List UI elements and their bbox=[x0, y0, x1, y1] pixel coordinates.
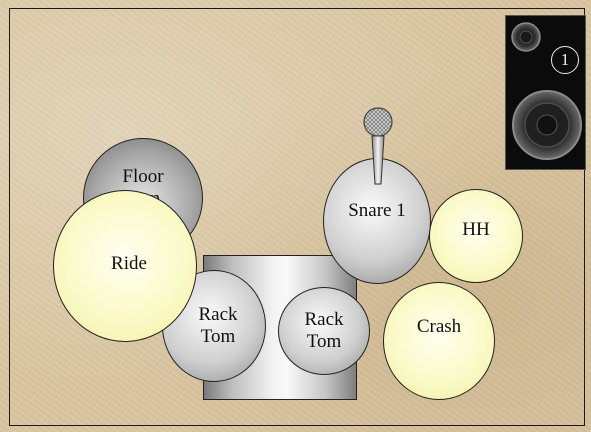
rack-tom-right-label: Rack Tom bbox=[304, 309, 344, 352]
rack-tom-right: Rack Tom bbox=[278, 287, 370, 375]
ride-cymbal: Ride bbox=[53, 190, 197, 342]
crash-cymbal: Crash bbox=[383, 282, 495, 400]
stage-border bbox=[9, 8, 585, 426]
microphone-icon bbox=[363, 107, 393, 185]
monitor-speaker bbox=[505, 15, 586, 170]
speaker-icon bbox=[511, 22, 582, 160]
snare-label: Snare 1 bbox=[348, 200, 406, 221]
crash-label: Crash bbox=[416, 316, 462, 337]
hi-hat: HH bbox=[429, 189, 523, 283]
rack-tom-left-label: Rack Tom bbox=[198, 304, 238, 347]
monitor-number-badge: 1 bbox=[551, 46, 579, 74]
hi-hat-label: HH bbox=[462, 219, 490, 240]
ride-label: Ride bbox=[111, 252, 147, 274]
